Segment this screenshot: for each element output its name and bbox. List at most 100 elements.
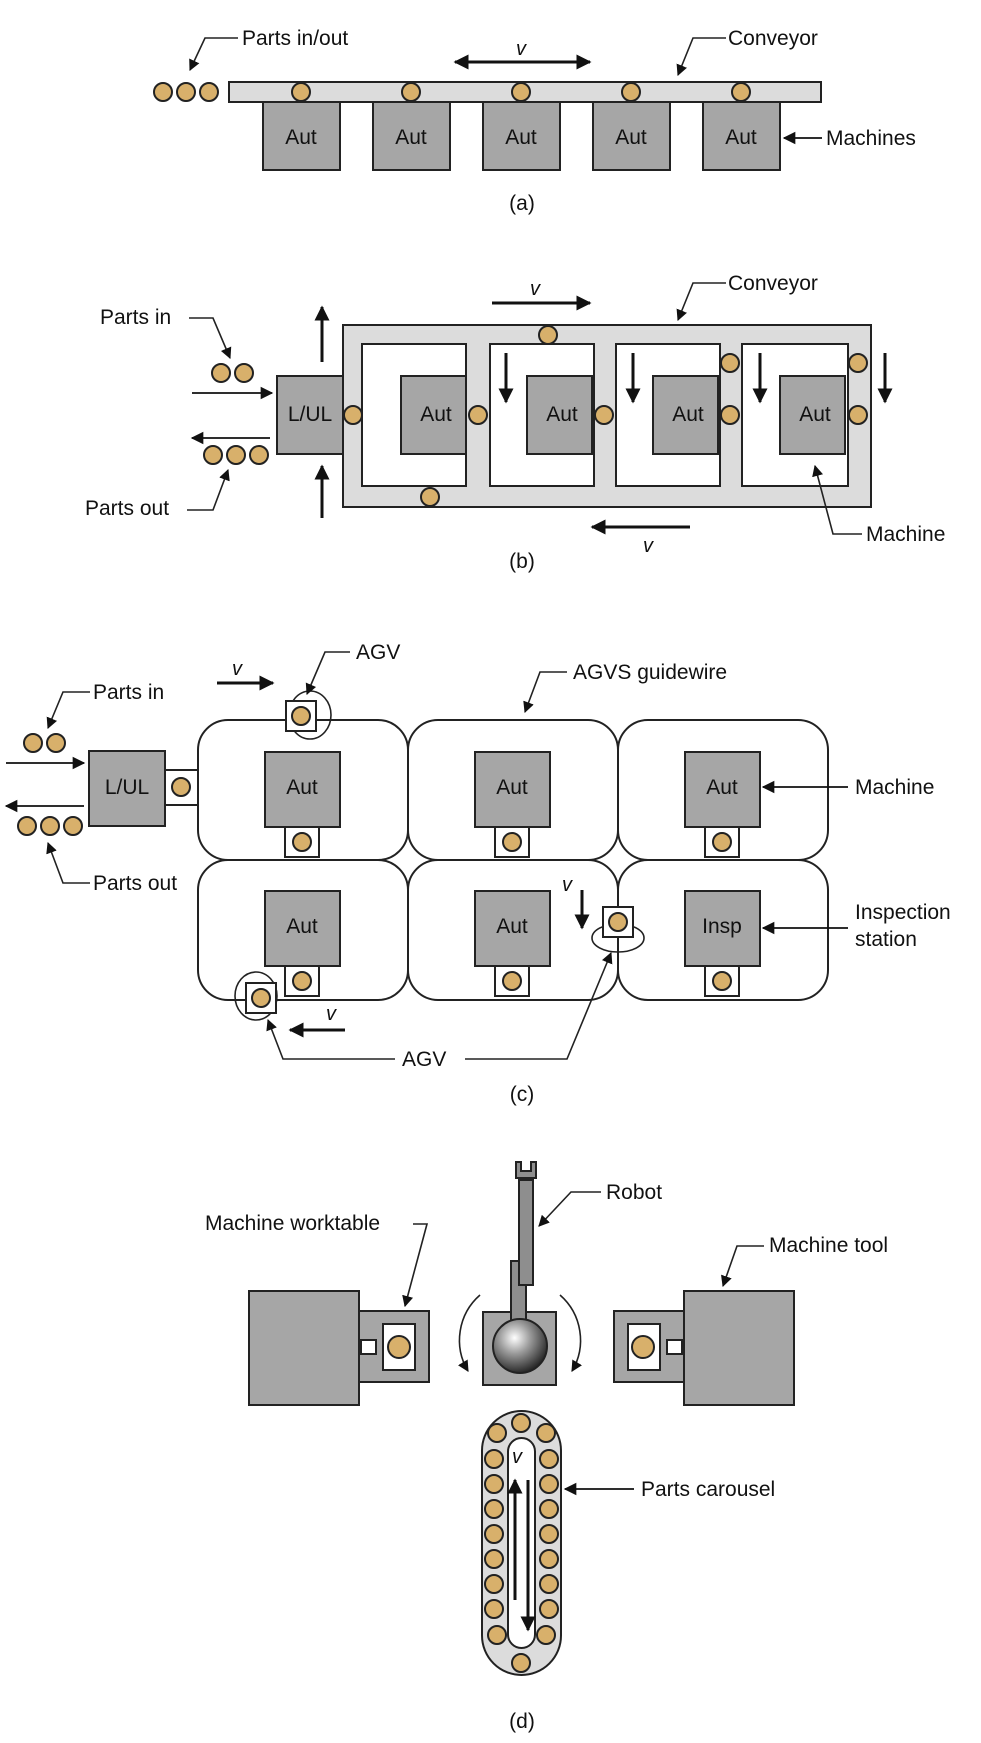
guidewire-label: AGVS guidewire [573, 661, 727, 684]
velocity-label: v [516, 38, 527, 60]
part [292, 832, 312, 852]
panel-c: Aut Aut Aut Aut Aut Insp L/UL [4, 641, 951, 1106]
machine-aut [592, 101, 671, 171]
rotation-arrow-right [559, 1294, 582, 1372]
panel-d: Robot Machine worktable Machine tool [205, 1161, 888, 1733]
parts-in-label: Parts in [93, 681, 164, 704]
part [484, 1474, 504, 1494]
caption-a: (a) [509, 192, 535, 215]
part [176, 82, 196, 102]
part [17, 816, 37, 836]
inspection-machine [684, 890, 761, 967]
part [539, 1574, 559, 1594]
machine-aut [264, 751, 341, 828]
parts-in-out-leader [189, 37, 238, 72]
parts-in-queue-b [211, 363, 254, 383]
agv-bottom-label: AGV [402, 1048, 446, 1071]
machine-label: Aut [420, 403, 452, 426]
part [594, 405, 614, 425]
machine-label: Aut [706, 776, 738, 799]
machine-label: Aut [286, 915, 318, 938]
agv-middle [591, 906, 645, 953]
machine-leader-b [812, 464, 862, 535]
part [731, 82, 751, 102]
part [46, 733, 66, 753]
part [226, 445, 246, 465]
part [291, 706, 311, 726]
part [387, 1335, 411, 1359]
part [538, 325, 558, 345]
parts-out-leader [187, 468, 230, 511]
parts-carousel: v [481, 1410, 562, 1676]
machine-label: Aut [496, 776, 528, 799]
part [539, 1474, 559, 1494]
robot [458, 1161, 582, 1386]
parts-in-leader [46, 691, 90, 730]
part [720, 353, 740, 373]
part [484, 1574, 504, 1594]
part [203, 445, 223, 465]
part [484, 1499, 504, 1519]
carousel-center [507, 1437, 536, 1649]
part [401, 82, 421, 102]
machine-label: Aut [395, 126, 427, 149]
part [848, 405, 868, 425]
part [484, 1549, 504, 1569]
part [539, 1599, 559, 1619]
part [153, 82, 173, 102]
machine-tool-left [248, 1290, 360, 1406]
part [23, 733, 43, 753]
pallet-stands-c [284, 826, 740, 997]
agv-bottom-leader-right [465, 951, 613, 1060]
machine-aut [262, 101, 341, 171]
parts-out-label: Parts out [93, 872, 177, 895]
machine-label: Aut [496, 915, 528, 938]
part [621, 82, 641, 102]
part [63, 816, 83, 836]
machine-label-b: Machine [866, 523, 945, 546]
part [343, 405, 363, 425]
load-unload-station [88, 750, 166, 827]
part [420, 487, 440, 507]
part [171, 777, 191, 797]
machine-tool-label: Machine tool [769, 1234, 888, 1257]
machine-aut [400, 375, 467, 455]
machine-aut [526, 375, 593, 455]
part [487, 1423, 507, 1443]
part [502, 971, 522, 991]
conveyor-leader-b [676, 282, 726, 322]
machine-label: Aut [546, 403, 578, 426]
machines-c: Aut Aut Aut Aut Aut Insp [264, 751, 761, 967]
part [848, 353, 868, 373]
clamp [666, 1339, 683, 1355]
agv-top [285, 690, 332, 740]
part [536, 1625, 556, 1645]
guidewire-leader [523, 671, 567, 714]
clamp [360, 1339, 377, 1355]
part [484, 1449, 504, 1469]
panel-a: Parts in/out v Conveyor Aut Aut Aut Aut … [153, 27, 916, 215]
velocity-label-carousel: v [512, 1446, 523, 1468]
part [291, 82, 311, 102]
part [484, 1524, 504, 1544]
part [539, 1524, 559, 1544]
velocity-label-agv-top: v [232, 658, 243, 680]
machine-tool-leader [721, 1245, 764, 1288]
parts-in-out-label: Parts in/out [242, 27, 348, 50]
machine-tool-right [683, 1290, 795, 1406]
inspection-label-line2: station [855, 928, 917, 951]
panel-b: Aut Aut Aut Aut L/UL v v [85, 272, 945, 573]
part [539, 1449, 559, 1469]
machine-aut [702, 101, 781, 171]
part [511, 1413, 531, 1433]
velocity-label-top: v [530, 278, 541, 300]
machine-worktable-label: Machine worktable [205, 1212, 380, 1235]
conveyor-parts-a [291, 82, 751, 102]
machine-label: Aut [799, 403, 831, 426]
parts-carousel-label: Parts carousel [641, 1478, 775, 1501]
part [249, 445, 269, 465]
conveyor-parts-b [343, 325, 868, 507]
caption-c: (c) [510, 1083, 535, 1106]
machine-aut [779, 375, 846, 455]
